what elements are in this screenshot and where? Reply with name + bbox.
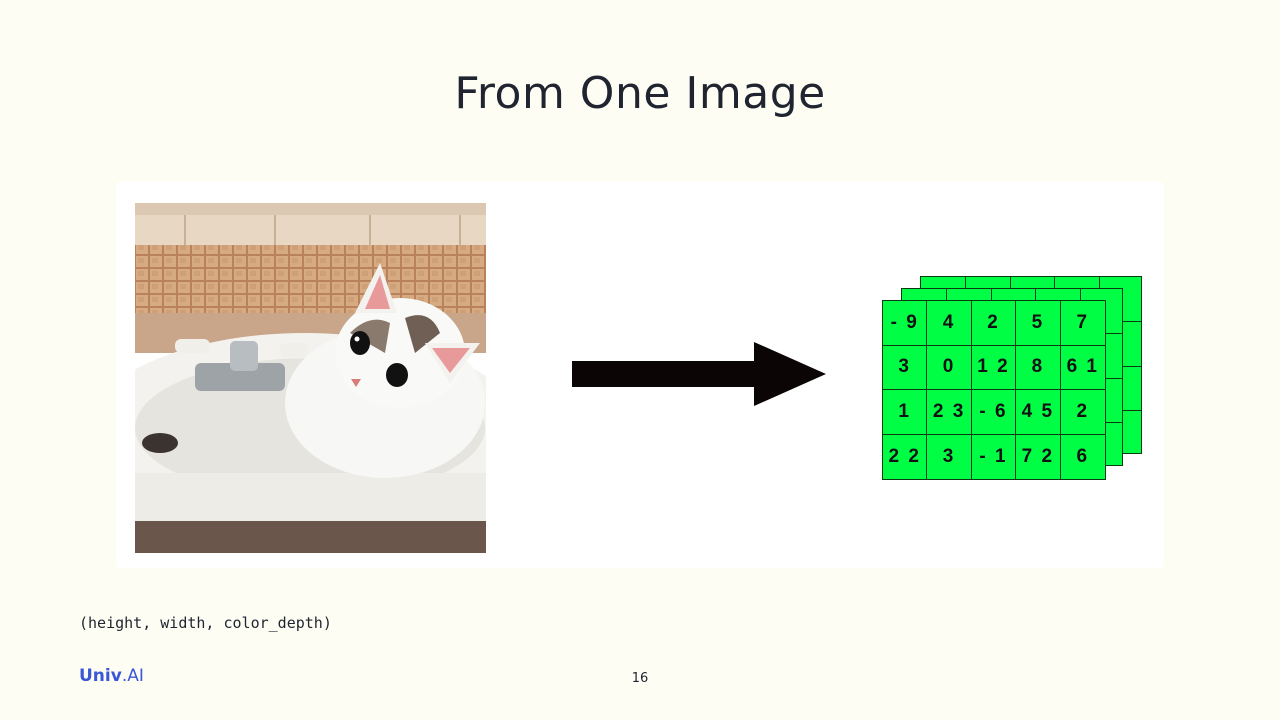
logo-suffix: .AI — [121, 666, 144, 686]
univ-ai-logo: Univ.AI — [79, 666, 144, 686]
matrix-cell: - 1 — [972, 434, 1017, 479]
page-number: 16 — [631, 671, 649, 686]
matrix-cell: 6 1 — [1060, 346, 1105, 390]
matrix-cell: 1 2 — [971, 345, 1017, 390]
matrix-cell: 7 2 — [1016, 434, 1061, 479]
slide-title: From One Image — [454, 68, 826, 119]
matrix-cell: - 6 — [971, 390, 1017, 435]
matrix-cell: 1 — [883, 390, 928, 435]
matrix-cell: 4 5 — [1016, 390, 1061, 435]
matrix-cell: 2 3 — [927, 390, 972, 435]
matrix-cell: 7 — [1060, 301, 1105, 346]
cat-in-sink-photo — [135, 203, 486, 553]
matrix-cell: 3 — [927, 434, 972, 479]
matrix-cell: 2 2 — [883, 434, 928, 479]
shape-caption: (height, width, color_depth) — [79, 614, 332, 632]
matrix-cell: 4 — [927, 301, 972, 346]
matrix-cell: 2 — [971, 301, 1017, 346]
matrix-cell: 5 — [1016, 301, 1061, 346]
matrix-cell: 8 — [1016, 345, 1061, 390]
matrix-cell: - 9 — [883, 301, 928, 346]
matrix-cell: 2 — [1060, 390, 1105, 435]
matrix-cell: 3 — [883, 345, 928, 390]
matrix-cell: 0 — [927, 345, 972, 390]
arrow-right-icon — [572, 342, 826, 410]
matrix-cell: 6 — [1076, 445, 1090, 467]
logo-brand: Univ — [79, 666, 122, 686]
